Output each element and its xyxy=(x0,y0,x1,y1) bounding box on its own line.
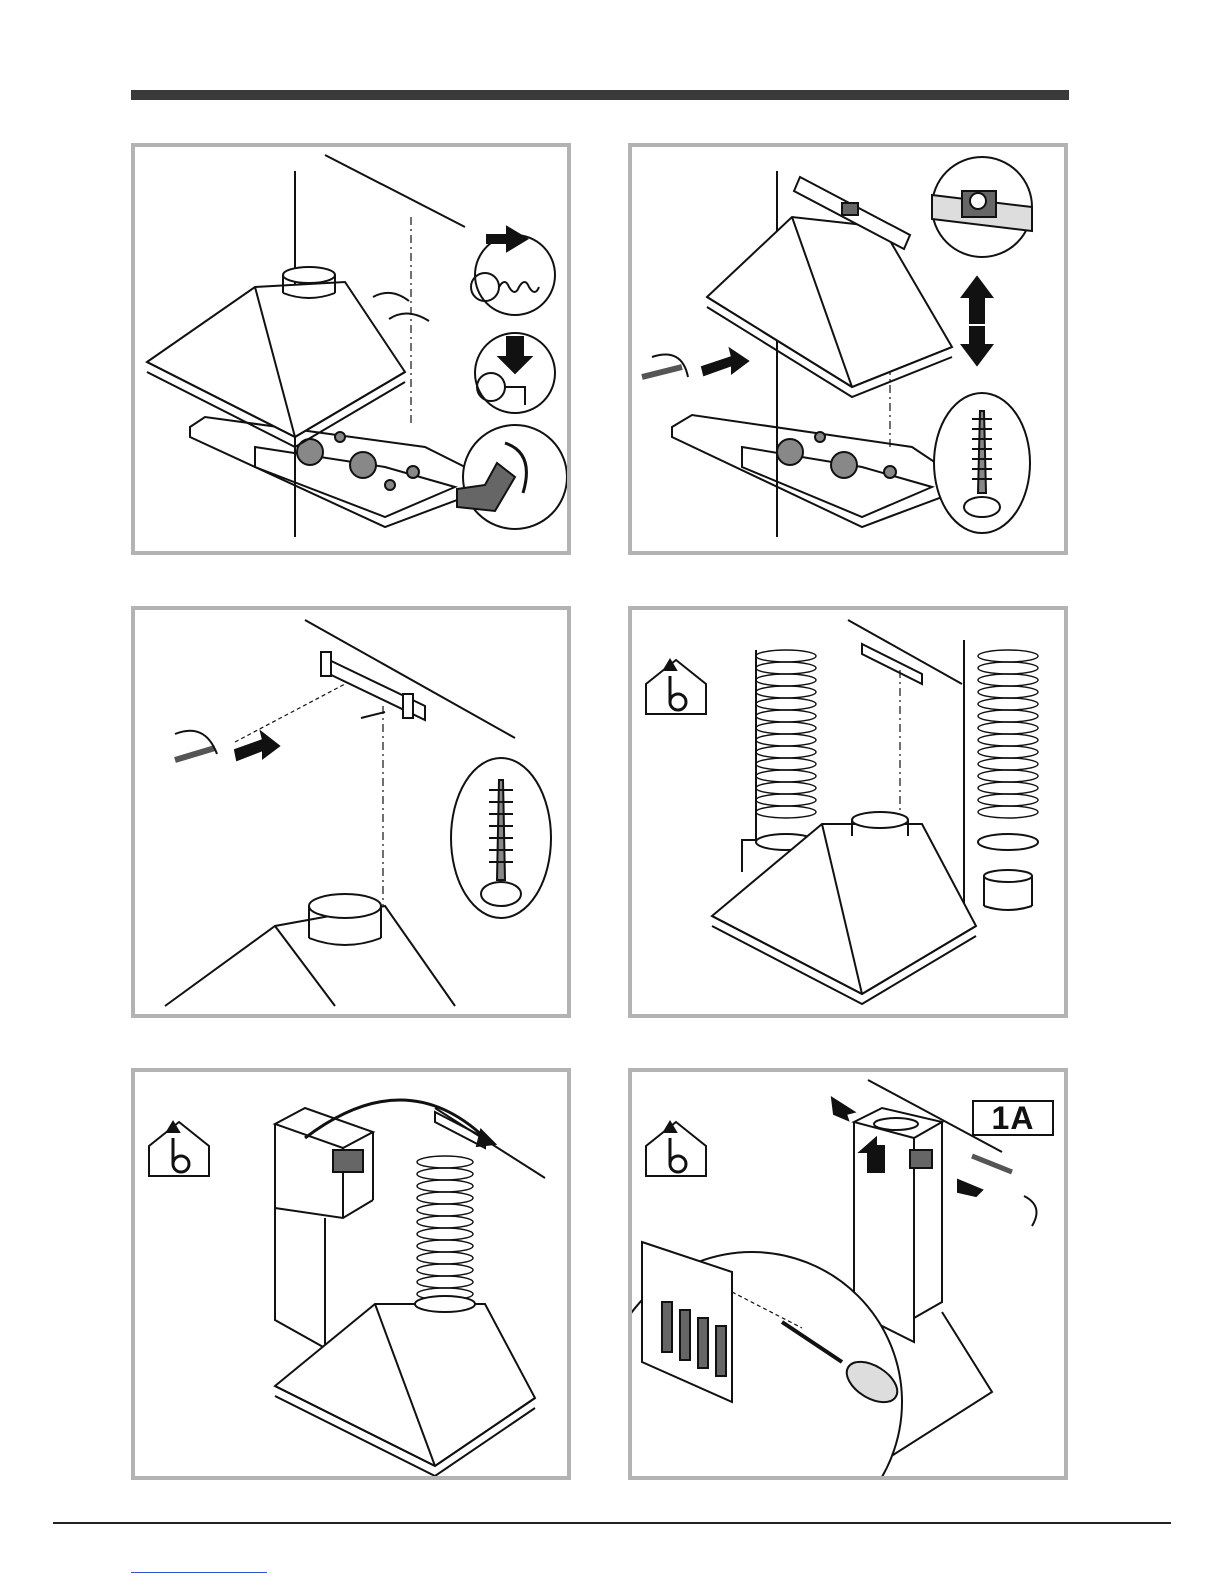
figure-panel-3 xyxy=(131,606,571,1018)
figure-panel-1 xyxy=(131,143,571,555)
chimney-fixing-illustration xyxy=(632,1072,1064,1476)
chimney-cover-placement-illustration xyxy=(135,1072,567,1476)
figure-panel-2 xyxy=(628,143,1068,555)
flex-duct-options-illustration xyxy=(632,610,1064,1014)
bracket-mounting-illustration xyxy=(135,610,567,1014)
footer-link-underline[interactable] xyxy=(131,1572,267,1573)
figure-panel-4 xyxy=(628,606,1068,1018)
footer-rule xyxy=(53,1522,1171,1524)
hood-leveling-illustration xyxy=(632,147,1064,551)
hood-wall-screws-illustration xyxy=(135,147,567,551)
figure-panel-6: 1A xyxy=(628,1068,1068,1480)
figure-panel-5 xyxy=(131,1068,571,1480)
header-rule xyxy=(131,90,1069,100)
